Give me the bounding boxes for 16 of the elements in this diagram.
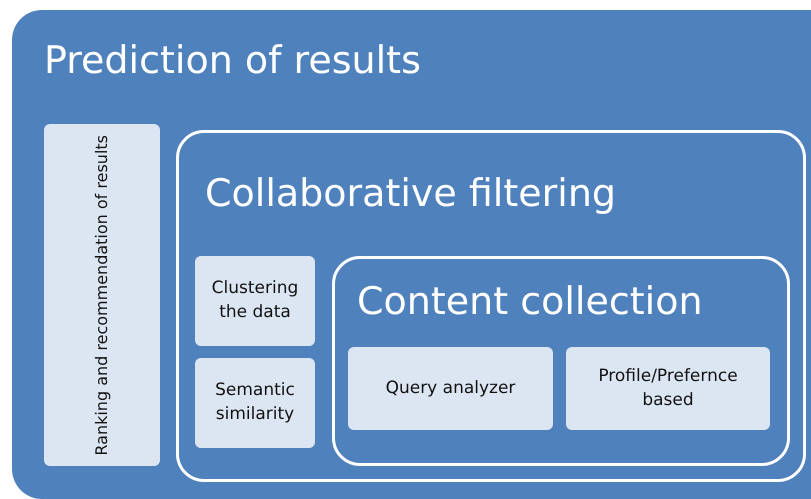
group-panel bbox=[176, 130, 806, 482]
text-box bbox=[348, 347, 553, 430]
box-label: Profile/Prefernce based bbox=[597, 364, 739, 412]
text-box bbox=[195, 256, 315, 346]
outer-panel bbox=[12, 10, 811, 499]
group-panel bbox=[332, 256, 790, 466]
box-label: Ranking and recommendation of results bbox=[90, 134, 112, 456]
text-box bbox=[44, 124, 160, 466]
box-label: Query analyzer bbox=[384, 376, 516, 400]
heading: Collaborative filtering bbox=[205, 171, 616, 215]
heading: Prediction of results bbox=[44, 38, 421, 82]
box-label: Semantic similarity bbox=[214, 379, 296, 426]
text-box bbox=[566, 347, 770, 430]
box-label: Clustering the data bbox=[210, 277, 300, 324]
text-box bbox=[195, 358, 315, 448]
heading: Content collection bbox=[357, 279, 703, 323]
